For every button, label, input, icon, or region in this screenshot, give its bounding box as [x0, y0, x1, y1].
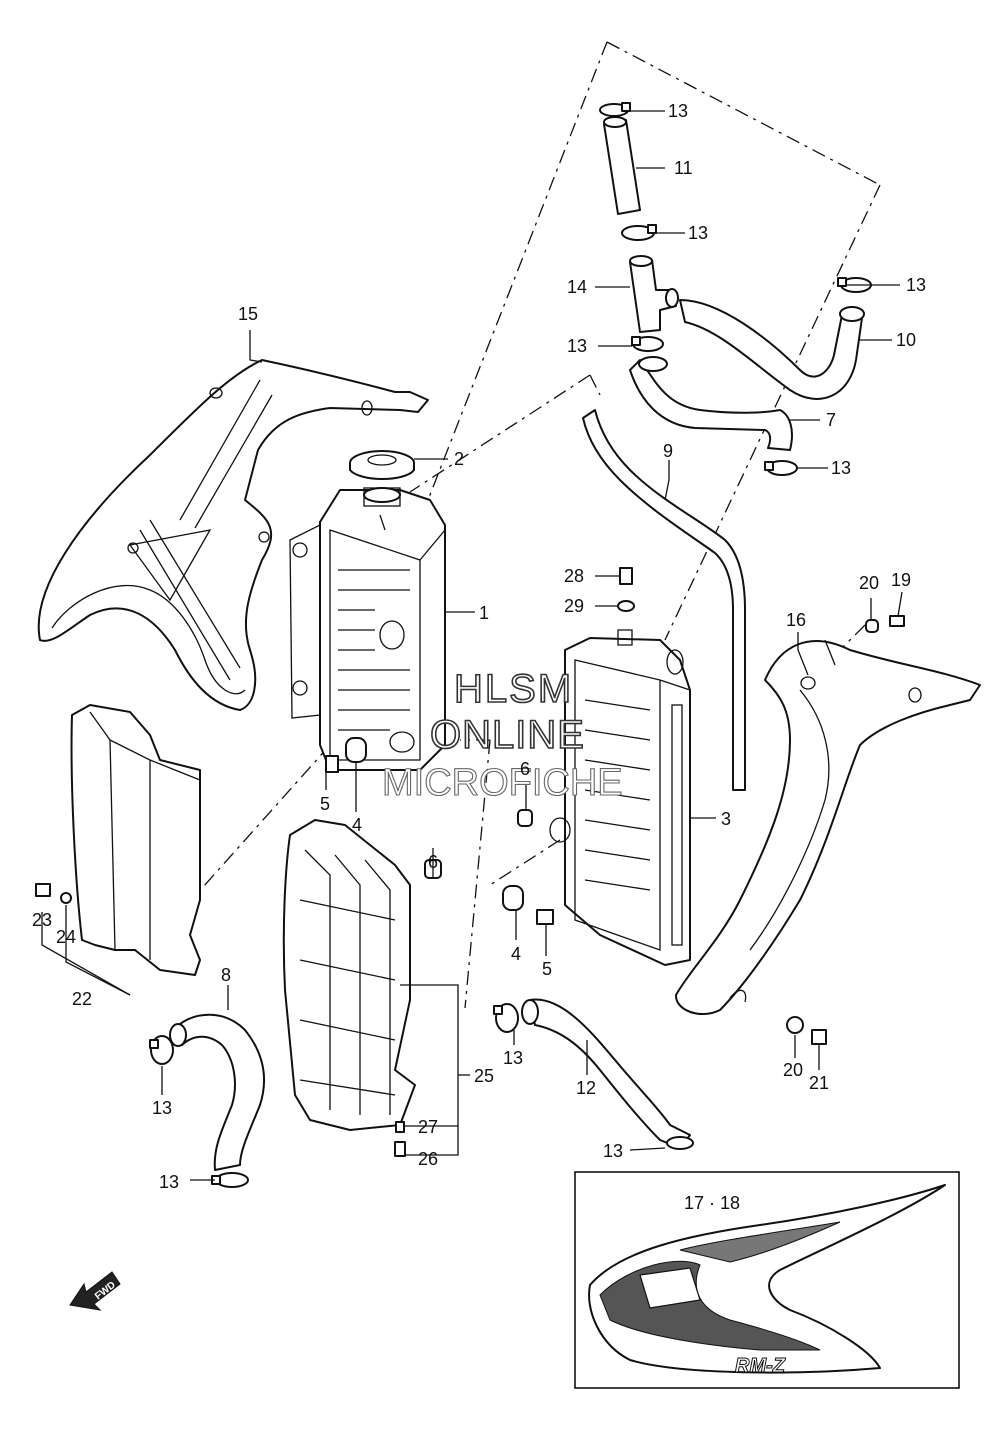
callout-20: 20 — [783, 1060, 803, 1080]
fwd-arrow-icon: FWD — [69, 1271, 121, 1311]
water-hose-10 — [679, 299, 865, 400]
water-hose-11 — [603, 116, 641, 215]
breather-hose-9 — [582, 409, 746, 791]
callout-24: 24 — [56, 927, 76, 947]
callout-13: 13 — [688, 223, 708, 243]
watermark-line-2: ONLINE — [430, 713, 585, 757]
callout-28: 28 — [564, 566, 584, 586]
decal-logo-text: RM-Z — [735, 1355, 786, 1377]
callout-11: 11 — [674, 158, 693, 178]
water-hose-8 — [169, 1013, 266, 1171]
radiator-louver — [282, 819, 416, 1131]
radiator-guard-left — [70, 704, 201, 976]
callout-23: 23 — [32, 910, 52, 930]
callout-10: 10 — [896, 330, 916, 350]
radiator-right — [549, 629, 691, 966]
callout-15: 15 — [238, 304, 258, 324]
radiator-cap — [349, 450, 415, 480]
callout-17-18: 17 · 18 — [684, 1193, 740, 1213]
callout-13: 13 — [159, 1172, 179, 1192]
callout-7: 7 — [826, 410, 836, 430]
callout-13: 13 — [152, 1098, 172, 1118]
watermark: HLSM ONLINE MICROFICHE — [381, 666, 623, 804]
callout-13: 13 — [906, 275, 926, 295]
callout-6: 6 — [520, 759, 530, 779]
callout-2: 2 — [454, 449, 464, 469]
callout-9: 9 — [663, 441, 673, 461]
hose-fitting-14 — [629, 255, 679, 333]
radiator-shroud-right — [674, 639, 981, 1015]
callout-27: 27 — [418, 1117, 438, 1137]
callout-5: 5 — [320, 794, 330, 814]
small-hardware — [35, 567, 905, 1157]
callout-4: 4 — [511, 944, 521, 964]
callout-13: 13 — [603, 1141, 623, 1161]
callout-29: 29 — [564, 596, 584, 616]
decal-inset: RM-Z — [574, 1171, 960, 1389]
callout-16: 16 — [786, 610, 806, 630]
callout-13: 13 — [668, 101, 688, 121]
callout-5: 5 — [542, 959, 552, 979]
callout-13: 13 — [567, 336, 587, 356]
callout-13: 13 — [831, 458, 851, 478]
callout-3: 3 — [721, 809, 731, 829]
assembly-guide-lines — [177, 41, 881, 1009]
callout-1: 1 — [479, 603, 489, 623]
water-hose-12 — [521, 998, 691, 1149]
watermark-line-1: HLSM — [454, 667, 573, 711]
callout-14: 14 — [567, 277, 587, 297]
callout-8: 8 — [221, 965, 231, 985]
callout-12: 12 — [576, 1078, 596, 1098]
callout-21: 21 — [809, 1073, 829, 1093]
callout-25: 25 — [474, 1066, 494, 1086]
callout-26: 26 — [418, 1149, 438, 1169]
hose-clamps — [149, 102, 872, 1188]
callout-labels: 13 11 13 14 13 13 10 7 13 9 2 15 1 28 29… — [32, 101, 926, 1213]
watermark-line-3: MICROFICHE — [382, 762, 623, 804]
radiator-shroud-left — [37, 359, 429, 711]
callout-22: 22 — [72, 989, 92, 1009]
callout-19: 19 — [891, 570, 911, 590]
callout-4: 4 — [352, 815, 362, 835]
callout-20: 20 — [859, 573, 879, 593]
radiator-left — [289, 487, 446, 771]
callout-6: 6 — [428, 852, 438, 872]
callout-13: 13 — [503, 1048, 523, 1068]
water-hose-7 — [629, 356, 793, 451]
